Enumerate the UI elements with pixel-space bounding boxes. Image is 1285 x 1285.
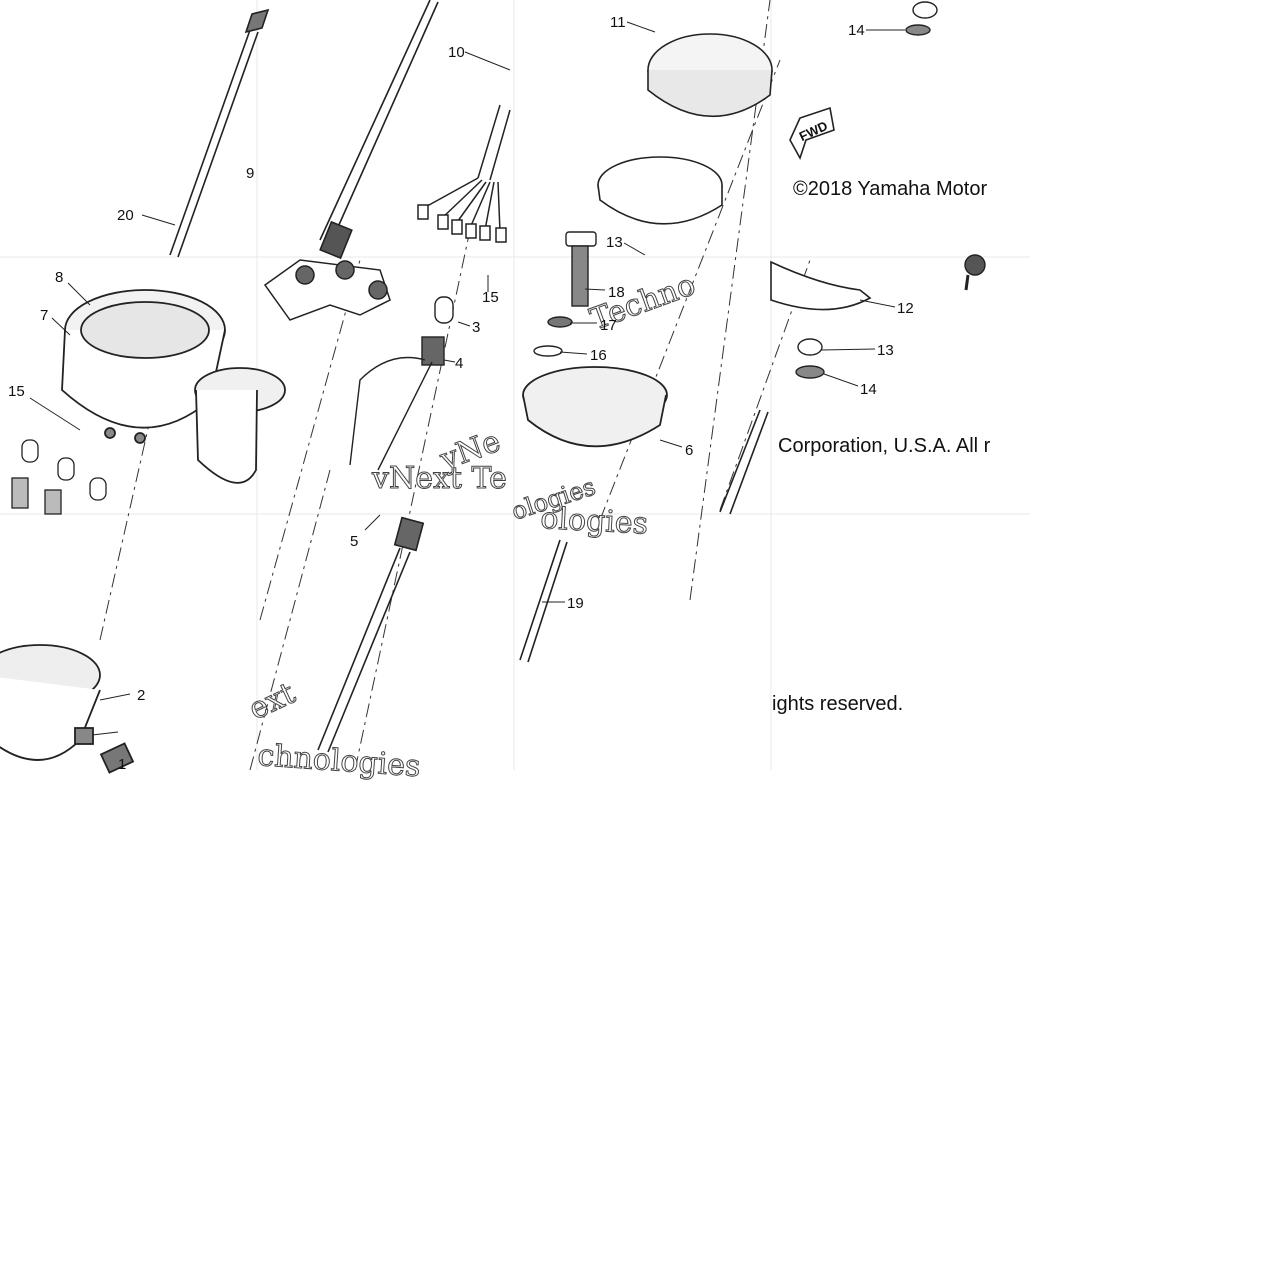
callout-1: 1 bbox=[118, 756, 126, 773]
callout-11: 11 bbox=[610, 14, 626, 31]
callout-15: 15 bbox=[8, 383, 25, 400]
watermarks: vNext Te ologies Techno yNe ext chnologi… bbox=[243, 267, 701, 785]
fwd-arrow-icon: FWD bbox=[789, 106, 835, 160]
cable-5 bbox=[317, 516, 425, 753]
meter-lens-11 bbox=[647, 33, 773, 118]
callout-20: 20 bbox=[117, 207, 134, 224]
callout-12: 12 bbox=[897, 300, 914, 317]
watermark-text: ologies bbox=[540, 501, 649, 542]
callout-4: 4 bbox=[455, 355, 463, 372]
bolt-18-washers bbox=[533, 231, 597, 357]
trip-knob bbox=[964, 254, 986, 291]
callout-10: 10 bbox=[448, 44, 465, 61]
copyright-line-1: ©2018 Yamaha Motor bbox=[793, 178, 987, 200]
cable-19 bbox=[519, 539, 568, 663]
callout-3: 3 bbox=[472, 319, 480, 336]
callout-18: 18 bbox=[608, 284, 625, 301]
indicator-bulbs bbox=[11, 439, 107, 515]
callout-17: 17 bbox=[600, 317, 617, 334]
callout-9: 9 bbox=[246, 165, 254, 182]
meter-bracket bbox=[263, 259, 391, 321]
meter-ring-12 bbox=[770, 260, 872, 311]
callout-16: 16 bbox=[590, 347, 607, 364]
cable-9 bbox=[319, 0, 439, 260]
leader-lines bbox=[29, 21, 905, 736]
callout-13: 13 bbox=[877, 342, 894, 359]
callout-14: 14 bbox=[848, 22, 865, 39]
callout-14: 14 bbox=[860, 381, 877, 398]
callout-6: 6 bbox=[685, 442, 693, 459]
callout-labels: 1 2 3 4 5 6 7 8 9 10 11 12 13 13 14 14 1… bbox=[8, 14, 914, 773]
callout-5: 5 bbox=[350, 533, 358, 550]
bulb-socket-3-4 bbox=[349, 296, 454, 471]
callout-2: 2 bbox=[137, 687, 145, 704]
callout-15: 15 bbox=[482, 289, 499, 306]
watermark-text: chnologies bbox=[256, 738, 421, 784]
wire-harness-10 bbox=[417, 104, 511, 243]
tachometer-partial bbox=[194, 367, 286, 484]
callout-19: 19 bbox=[567, 595, 584, 612]
watermark-text: vNext Te bbox=[371, 461, 507, 496]
callout-7: 7 bbox=[40, 307, 48, 324]
grommets-right bbox=[795, 1, 938, 379]
meter-ring-13-upper bbox=[597, 156, 723, 225]
watermark-text: ext bbox=[244, 676, 301, 727]
callout-8: 8 bbox=[55, 269, 63, 286]
cable-right bbox=[719, 409, 769, 515]
copyright-line-2: Corporation, U.S.A. All r bbox=[778, 435, 991, 457]
meter-case-6 bbox=[522, 366, 668, 448]
meter-1-2 bbox=[0, 644, 135, 774]
speedometer-7-8 bbox=[61, 289, 226, 444]
cable-20 bbox=[169, 8, 270, 258]
copyright-line-3: ights reserved. bbox=[772, 693, 903, 715]
callout-13: 13 bbox=[606, 234, 623, 251]
